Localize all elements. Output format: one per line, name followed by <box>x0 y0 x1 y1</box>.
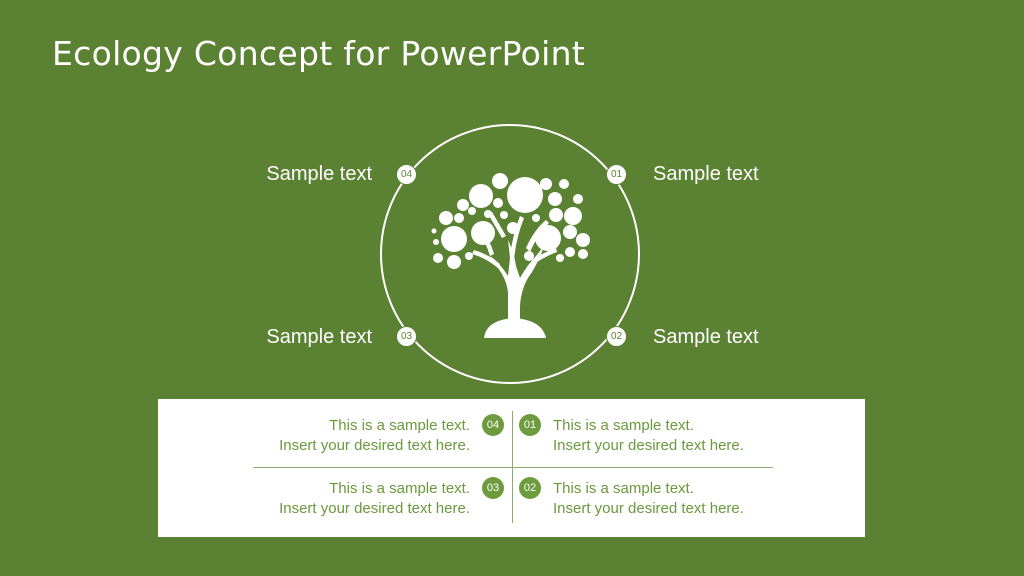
circle-frame <box>380 124 640 384</box>
label-03: Sample text <box>266 326 372 348</box>
panel-horizontal-divider <box>253 467 773 468</box>
panel-node-01: 01 <box>519 414 541 436</box>
panel-node-02: 02 <box>519 477 541 499</box>
slide-title: Ecology Concept for PowerPoint <box>52 34 586 73</box>
panel-item-02-line2: Insert your desired text here. <box>553 500 744 517</box>
node-01: 01 <box>606 164 627 185</box>
node-02: 02 <box>606 326 627 347</box>
node-03: 03 <box>396 326 417 347</box>
panel-item-03-line1: This is a sample text. <box>329 480 470 497</box>
text-panel: This is a sample text. Insert your desir… <box>158 399 865 537</box>
label-01: Sample text <box>653 163 759 185</box>
panel-node-04: 04 <box>482 414 504 436</box>
panel-item-01-line1: This is a sample text. <box>553 417 694 434</box>
panel-item-01-line2: Insert your desired text here. <box>553 437 744 454</box>
panel-item-03-line2: Insert your desired text here. <box>279 500 470 517</box>
panel-item-02-line1: This is a sample text. <box>553 480 694 497</box>
label-02: Sample text <box>653 326 759 348</box>
panel-item-01: This is a sample text. Insert your desir… <box>553 416 744 456</box>
panel-node-03: 03 <box>482 477 504 499</box>
panel-item-04: This is a sample text. Insert your desir… <box>279 416 470 456</box>
panel-item-04-line1: This is a sample text. <box>329 417 470 434</box>
panel-item-04-line2: Insert your desired text here. <box>279 437 470 454</box>
panel-item-03: This is a sample text. Insert your desir… <box>279 479 470 519</box>
tree-icon <box>431 173 590 338</box>
label-04: Sample text <box>266 163 372 185</box>
panel-item-02: This is a sample text. Insert your desir… <box>553 479 744 519</box>
node-04: 04 <box>396 164 417 185</box>
